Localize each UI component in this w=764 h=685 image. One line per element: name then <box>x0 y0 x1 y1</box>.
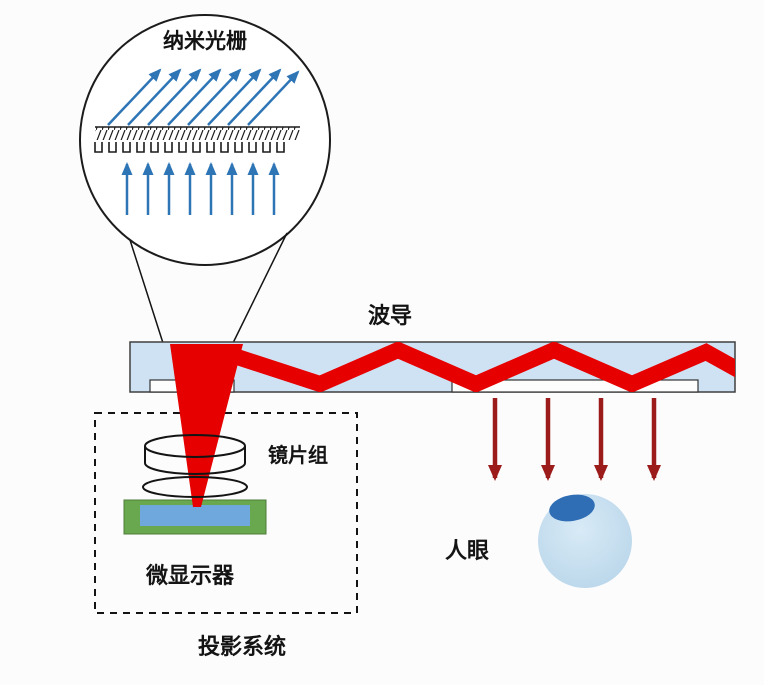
diffracted-arrow <box>107 68 162 126</box>
nano-grating-label: 纳米光栅 <box>163 29 247 53</box>
callout-line-right <box>232 232 288 344</box>
incident-arrows <box>121 162 280 215</box>
lens-cylinder-side <box>144 446 246 475</box>
micro-display-screen <box>140 505 250 526</box>
diffracted-arrow <box>127 68 182 126</box>
lens-group <box>142 434 248 498</box>
nano-grating-magnifier: 纳米光栅 <box>79 14 331 266</box>
grating-square-wave <box>94 142 285 153</box>
diffracted-arrows <box>107 68 300 126</box>
micro-display-label: 微显示器 <box>145 563 235 589</box>
human-eye-label: 人眼 <box>445 539 489 564</box>
outcoupled-arrows <box>488 398 661 481</box>
waveguide-label: 波导 <box>368 304 412 329</box>
callout-line-left <box>129 239 164 344</box>
micro-display <box>123 499 267 535</box>
grating-hatch-band <box>95 127 300 140</box>
projection-system-label: 投影系统 <box>198 634 286 660</box>
diffracted-arrow <box>227 68 282 126</box>
iris <box>549 494 595 522</box>
lens-group-label: 镜片组 <box>268 443 328 467</box>
lens-bottom-ellipse <box>142 476 248 498</box>
grating-structure <box>94 126 300 153</box>
projection-beam-wedge <box>170 344 243 507</box>
diffracted-arrow <box>147 68 202 126</box>
human-eye <box>538 494 632 588</box>
diffracted-arrow <box>247 70 300 126</box>
diffracted-arrow <box>167 68 222 126</box>
tir-beam-zigzag <box>219 342 735 392</box>
diffracted-arrow <box>187 68 242 126</box>
diffracted-arrow <box>207 68 262 126</box>
projection-system-box <box>94 412 358 614</box>
